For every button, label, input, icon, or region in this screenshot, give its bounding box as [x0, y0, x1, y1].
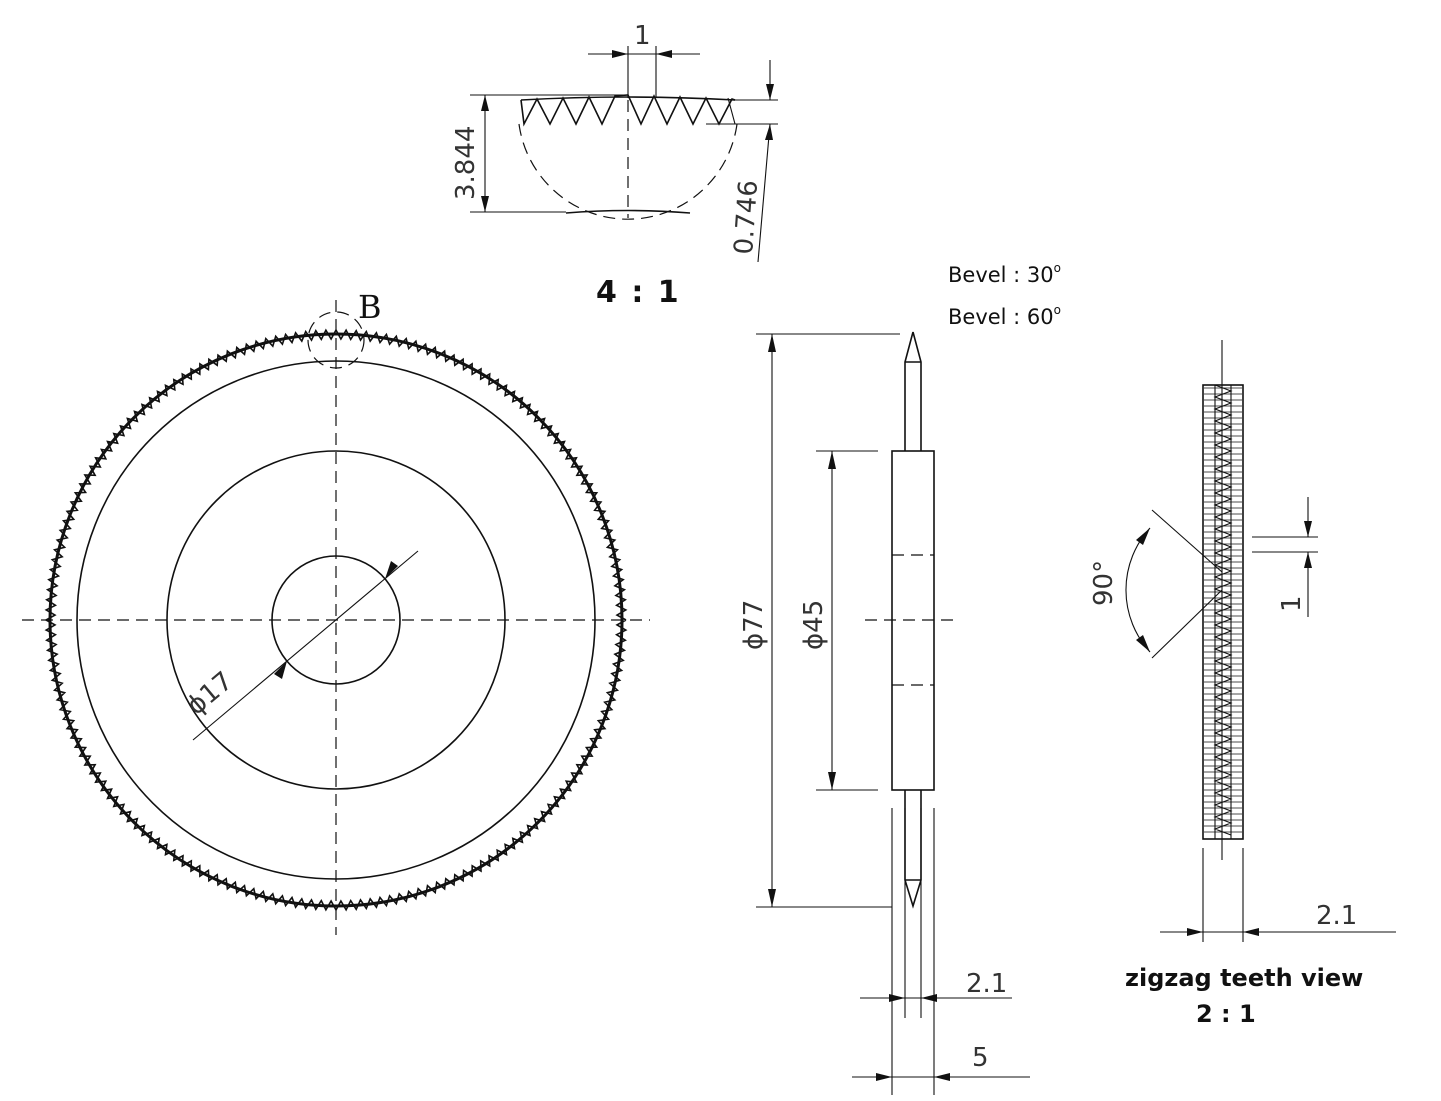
dim-tooth-leader-bottom [757, 123, 771, 263]
bevel-30-label: Bevel : 30o [948, 261, 1061, 287]
dim-thk-arrow-right [921, 994, 937, 1002]
dim-tooth-arrow-bottom [765, 124, 773, 140]
dim-angle-arrow-top [1136, 528, 1150, 545]
dim-tpitch-arrow-top [1304, 521, 1312, 537]
detail-b-bottom-chord [565, 209, 691, 214]
dim-hubw-arrow-right [934, 1073, 950, 1081]
dim-angle-arc [1125, 527, 1151, 653]
dim-hub-arrow-bottom [828, 772, 836, 790]
zigzag-teeth-view: 90° 1 2.1 zigzag teeth view 2 : 1 [1089, 340, 1396, 1028]
side-blade-outline [904, 331, 922, 909]
dim-bore-line [192, 550, 419, 741]
dim-tpitch-arrow-bottom [1304, 552, 1312, 568]
front-view: B ϕ17 [22, 288, 650, 935]
dim-tthk-label: 2.1 [1316, 901, 1357, 931]
detail-b-scale: 4 : 1 [596, 275, 681, 310]
dim-hubw-arrow-left [876, 1073, 892, 1081]
dim-angle-ext-upper [1151, 509, 1223, 573]
dim-hubw-label: 5 [972, 1043, 989, 1073]
detail-b-dashed-arc [518, 123, 738, 220]
dim-hub-label: ϕ45 [799, 600, 829, 650]
teeth-view-scale: 2 : 1 [1196, 1000, 1256, 1028]
dim-outer-arrow-bottom [768, 889, 776, 907]
dim-pitch-arrow-left [612, 50, 628, 58]
dim-outer-label: ϕ77 [739, 600, 769, 650]
dim-angle-arrow-bottom [1136, 635, 1150, 652]
dim-angle-label: 90° [1089, 560, 1119, 606]
dim-height-arrow-bottom [481, 196, 489, 212]
dim-bore-label: ϕ17 [181, 666, 239, 721]
teeth-strip-pattern [1204, 384, 1242, 836]
detail-b-marker-label: B [358, 288, 382, 326]
dim-tthk-arrow-left [1187, 928, 1203, 936]
dim-thk-arrow-left [889, 994, 905, 1002]
dim-pitch-label: 1 [634, 21, 651, 51]
teeth-strip-outline [1202, 384, 1244, 840]
dim-height-label: 3.844 [451, 126, 481, 200]
side-view: Bevel : 30o Bevel : 60o ϕ77 ϕ45 2.1 [739, 261, 1061, 1095]
dim-tooth-arrow-top [766, 84, 774, 100]
dim-tpitch-label: 1 [1277, 595, 1307, 612]
teeth-view-title: zigzag teeth view [1125, 964, 1363, 992]
dim-tooth-label: 0.746 [729, 179, 764, 255]
dim-angle-ext-lower [1151, 589, 1223, 659]
bevel-60-label: Bevel : 60o [948, 303, 1061, 329]
dim-bore-arrow-upper [385, 561, 398, 579]
dim-bore-arrow-lower [274, 661, 287, 679]
dim-hub-arrow-top [828, 451, 836, 469]
dim-tthk-arrow-right [1243, 928, 1259, 936]
dim-height-arrow-top [481, 95, 489, 111]
dim-outer-arrow-top [768, 334, 776, 352]
detail-b-marker-circle [307, 311, 365, 369]
detail-b-view: 1 3.844 0.746 4 : 1 [451, 21, 778, 310]
dim-pitch-arrow-right [656, 50, 672, 58]
dim-thk-label: 2.1 [966, 969, 1007, 999]
